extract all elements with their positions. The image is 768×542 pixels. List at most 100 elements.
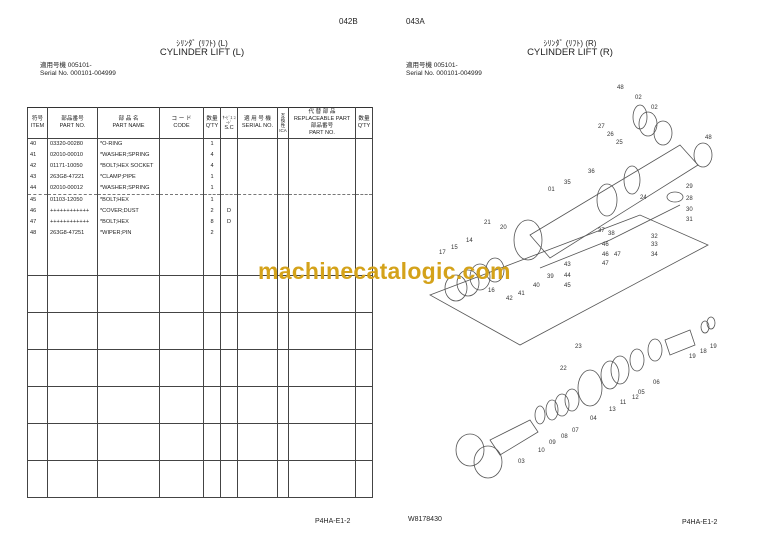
rep-qty-cell [355, 172, 373, 183]
watermark: machinecatalogic.com [258, 258, 511, 284]
table-row: 43 263G8-47221 *CLAMP;PIPE 1 [27, 172, 373, 183]
piston-rod [489, 419, 539, 456]
callout-29: 29 [686, 184, 693, 190]
table-row: 41 02010-00010 *WASHER;SPRING 4 [27, 150, 373, 161]
callout-19: 19 [689, 354, 696, 360]
callout-11: 11 [620, 400, 627, 406]
clamp-band [596, 183, 618, 217]
rep-qty-cell [355, 228, 373, 239]
table-row: 46 ++++++++++++ *COVER;DUST 2 D [27, 206, 373, 217]
callout-21: 21 [484, 220, 491, 226]
rod-eye-1 [455, 433, 485, 467]
empty-row [27, 460, 373, 498]
table-row: 44 02010-00012 *WASHER;SPRING 1 [27, 183, 373, 195]
callout-47: 47 [602, 261, 609, 267]
callout-42: 42 [506, 296, 513, 302]
wiper-ring-48 [632, 104, 648, 130]
callout-30: 30 [686, 207, 693, 213]
callout-14: 14 [466, 238, 473, 244]
cylinder-tube [529, 144, 699, 259]
callout-15: 15 [451, 245, 458, 251]
callout-10: 10 [538, 448, 545, 454]
callout-47: 47 [614, 252, 621, 258]
callout-17: 17 [439, 250, 446, 256]
right-footer-page-id: P4HA-E1-2 [682, 519, 718, 526]
table-row: 45 01103-12050 *BOLT;HEX 1 [27, 194, 373, 206]
callout-28: 28 [686, 196, 693, 202]
pipe-flange [666, 191, 684, 203]
rod-cover [577, 369, 603, 407]
empty-row [27, 275, 373, 313]
callout-23: 23 [575, 344, 582, 350]
callout-38: 38 [608, 231, 615, 237]
piston-rod-end [664, 329, 696, 356]
left-serial-en: Serial No. 000101-004999 [40, 70, 116, 77]
callout-41: 41 [518, 291, 525, 297]
callout-33: 33 [651, 242, 658, 248]
callout-24: 24 [640, 195, 647, 201]
callout-08: 08 [561, 434, 568, 440]
table-row: 42 01171-10050 *BOLT;HEX SOCKET 4 [27, 161, 373, 172]
callout-40: 40 [533, 283, 540, 289]
empty-row [27, 349, 373, 387]
callout-37: 37 [598, 228, 605, 234]
drawing-number: W8178430 [408, 516, 442, 523]
callout-13: 13 [609, 407, 616, 413]
table-row: 40 03320-00280 *O-RING 1 [27, 138, 373, 150]
detail-frame [429, 214, 709, 346]
cylinder-head [513, 219, 543, 261]
wiper-ring-48b [693, 142, 713, 168]
callout-19: 19 [710, 344, 717, 350]
rep-qty-cell [355, 183, 373, 195]
callout-27: 27 [598, 124, 605, 130]
callout-46: 46 [602, 242, 609, 248]
left-footer-page-id: P4HA-E1-2 [315, 518, 351, 525]
callout-20: 20 [500, 225, 507, 231]
callout-03: 03 [518, 459, 525, 465]
rep-qty-cell [355, 217, 373, 228]
rep-qty-cell [355, 194, 373, 206]
callout-09: 09 [549, 440, 556, 446]
rep-qty-cell [355, 161, 373, 172]
left-serial: 適用号機 005101- Serial No. 000101-004999 [40, 62, 116, 78]
callout-45: 45 [564, 283, 571, 289]
callout-12: 12 [632, 395, 639, 401]
left-title: CYLINDER LIFT (L) [159, 47, 245, 58]
callout-25: 25 [616, 140, 623, 146]
rod-eye-2 [473, 445, 503, 479]
rep-qty-cell [355, 138, 373, 150]
left-title-jp: ｼﾘﾝﾀﾞ (ﾘﾌﾄ) (L) [176, 39, 228, 48]
rep-qty-cell [355, 150, 373, 161]
callout-39: 39 [547, 274, 554, 280]
callout-48: 48 [617, 85, 624, 91]
right-title: CYLINDER LIFT (R) [527, 47, 613, 58]
callout-04: 04 [590, 416, 597, 422]
left-serial-jp: 適用号機 005101- [40, 62, 92, 69]
callout-44: 44 [564, 273, 571, 279]
callout-35: 35 [564, 180, 571, 186]
callout-18: 18 [700, 349, 707, 355]
clamp-band-2 [623, 165, 641, 195]
callout-31: 31 [686, 217, 693, 223]
callout-32: 32 [651, 234, 658, 240]
right-serial: 適用号機 005101- Serial No. 000101-004999 [406, 62, 482, 78]
empty-row [27, 312, 373, 350]
callout-02: 02 [635, 95, 642, 101]
callout-16: 16 [488, 288, 495, 294]
empty-row [27, 423, 373, 461]
callout-06: 06 [653, 380, 660, 386]
callout-34: 34 [651, 252, 658, 258]
callout-36: 36 [588, 169, 595, 175]
right-serial-jp: 適用号機 005101- [406, 62, 458, 69]
callout-01: 01 [548, 187, 555, 193]
callout-02: 02 [651, 105, 658, 111]
rep-qty-cell [355, 206, 373, 217]
